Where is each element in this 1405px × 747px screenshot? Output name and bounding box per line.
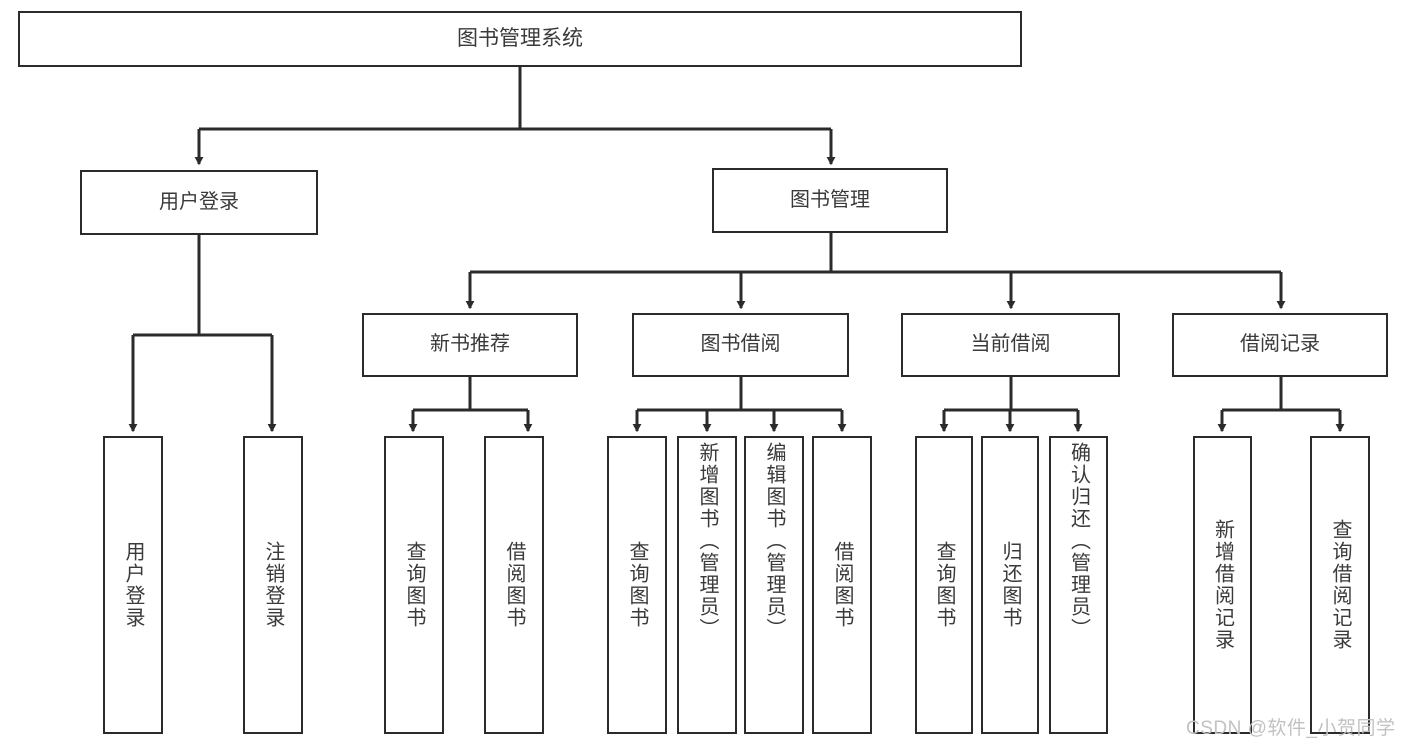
leaf-edit-book-admin-label: 编辑图书（管理员）	[763, 442, 785, 640]
leaf-add-borrow-record[interactable]: 新增借阅记录	[1193, 436, 1252, 734]
leaf-query-borrow-record-label: 查询借阅记录	[1329, 519, 1351, 651]
leaf-new-book-query[interactable]: 查询图书	[384, 436, 444, 734]
leaf-new-book-query-label: 查询图书	[403, 541, 425, 629]
leaf-add-borrow-record-label: 新增借阅记录	[1211, 519, 1234, 651]
leaf-user-login[interactable]: 用户登录	[103, 436, 163, 734]
csdn-watermark: CSDN @软件_小贺同学	[1186, 718, 1396, 739]
node-root[interactable]: 图书管理系统	[18, 11, 1022, 67]
node-book-management-label: 图书管理	[790, 188, 870, 211]
leaf-new-book-borrow-label: 借阅图书	[503, 541, 525, 629]
leaf-confirm-return-admin[interactable]: 确认归还（管理员）	[1049, 436, 1108, 734]
leaf-borrow-query-book-label: 查询图书	[626, 541, 648, 629]
leaf-edit-book-admin[interactable]: 编辑图书（管理员）	[744, 436, 804, 734]
node-borrow-record-label: 借阅记录	[1240, 333, 1320, 356]
node-user-login-label: 用户登录	[159, 190, 239, 213]
leaf-logout-label: 注销登录	[262, 541, 284, 629]
leaf-current-query-book-label: 查询图书	[933, 541, 955, 629]
leaf-borrow-book-label: 借阅图书	[831, 541, 853, 629]
leaf-borrow-book[interactable]: 借阅图书	[812, 436, 872, 734]
node-book-management[interactable]: 图书管理	[712, 168, 948, 233]
leaf-add-book-admin-label: 新增图书（管理员）	[696, 442, 718, 640]
leaf-return-book-label: 归还图书	[999, 541, 1021, 629]
node-current-borrow-label: 当前借阅	[970, 333, 1051, 356]
node-user-login[interactable]: 用户登录	[80, 170, 318, 235]
node-current-borrow[interactable]: 当前借阅	[901, 313, 1120, 377]
leaf-borrow-query-book[interactable]: 查询图书	[607, 436, 667, 734]
leaf-confirm-return-admin-label: 确认归还（管理员）	[1067, 442, 1090, 640]
node-root-label: 图书管理系统	[457, 26, 583, 50]
node-new-book-recommend[interactable]: 新书推荐	[362, 313, 578, 377]
leaf-return-book[interactable]: 归还图书	[981, 436, 1039, 734]
node-book-borrow[interactable]: 图书借阅	[632, 313, 849, 377]
leaf-current-query-book[interactable]: 查询图书	[915, 436, 973, 734]
leaf-add-book-admin[interactable]: 新增图书（管理员）	[677, 436, 737, 734]
node-book-borrow-label: 图书借阅	[700, 333, 781, 356]
leaf-user-login-label: 用户登录	[122, 541, 144, 629]
node-borrow-record[interactable]: 借阅记录	[1172, 313, 1388, 377]
node-new-book-recommend-label: 新书推荐	[430, 333, 510, 356]
leaf-logout[interactable]: 注销登录	[243, 436, 303, 734]
leaf-query-borrow-record[interactable]: 查询借阅记录	[1310, 436, 1370, 734]
leaf-new-book-borrow[interactable]: 借阅图书	[484, 436, 544, 734]
